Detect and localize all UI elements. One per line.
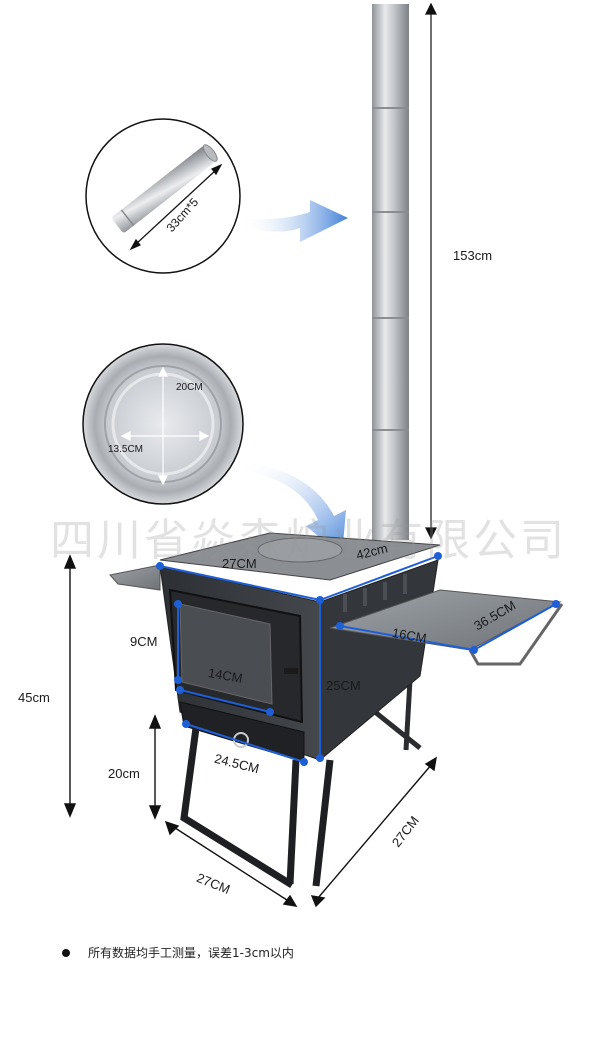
door-height-label: 9CM bbox=[130, 634, 158, 649]
stove-side bbox=[319, 559, 439, 762]
plate-diameter-label: 20CM bbox=[176, 382, 203, 393]
leg-height-label: 20cm bbox=[108, 766, 140, 781]
top-width-label: 27CM bbox=[222, 556, 257, 571]
bullet-icon bbox=[62, 949, 70, 957]
plate-arrow-icon bbox=[242, 462, 346, 556]
plate-inner-label: 13.5CM bbox=[108, 444, 144, 455]
pipe-segment-inset bbox=[85, 118, 241, 274]
chimney-height-line bbox=[425, 2, 437, 540]
plate-inset bbox=[82, 343, 244, 505]
left-side-shelf bbox=[109, 564, 161, 591]
chimney-height-label: 153cm bbox=[453, 248, 493, 263]
body-height-label: 25CM bbox=[326, 678, 361, 693]
stove-front-legs bbox=[180, 727, 334, 888]
measurement-note: 所有数据均手工测量，误差1-3cm以内 bbox=[88, 946, 294, 960]
pipe-segment-length-line bbox=[129, 163, 223, 251]
dimension-lines bbox=[156, 552, 560, 766]
black-dimension-arrows bbox=[63, 554, 437, 908]
chimney-pipe bbox=[372, 4, 409, 540]
company-watermark: 四川省焱森炉业有限公司 bbox=[50, 515, 567, 566]
total-height-label: 45cm bbox=[18, 690, 50, 705]
pipe-arrow-icon bbox=[240, 200, 348, 242]
door-handle-icon bbox=[284, 668, 298, 674]
